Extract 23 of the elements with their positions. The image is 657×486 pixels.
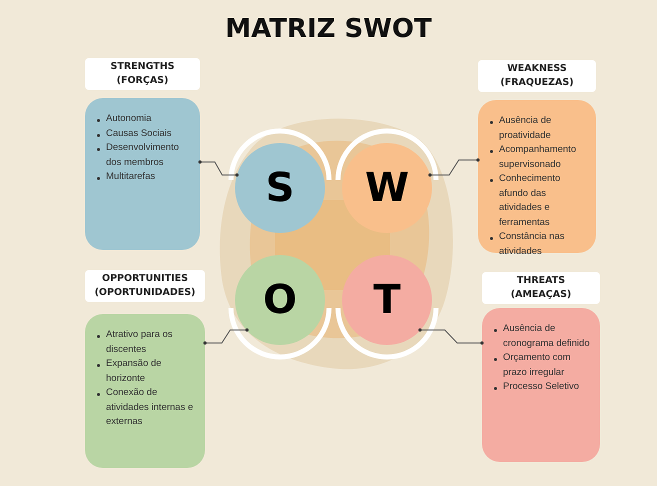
- list-item: Acompanhamento supervisonado: [486, 143, 590, 172]
- list-item: Ausência de cronograma definido: [490, 322, 594, 351]
- list-item: Causas Sociais: [93, 126, 194, 141]
- list-item: Desenvolvimento dos membros: [93, 141, 194, 170]
- heading-label: STRENGTHS (FORÇAS): [85, 58, 200, 90]
- list-item: Constância nas atividades: [486, 230, 590, 259]
- list-item: Atrativo para os discentes: [93, 328, 199, 357]
- title: MATRIZ SWOT: [224, 14, 433, 44]
- list-item: Autonomia: [93, 112, 194, 126]
- list-item: Conhecimento afundo das atividades e ferramentas: [486, 172, 590, 230]
- leader-line: [203, 328, 249, 345]
- list-item: Expansão de horizonte: [93, 357, 199, 386]
- list-item: Orçamento com prazo irregular: [490, 351, 594, 380]
- leader-line: [428, 158, 480, 177]
- list-item: Processo Seletivo: [490, 380, 594, 394]
- list-item: Multitarefas: [93, 170, 194, 184]
- heading-label: THREATS (AMEAÇAS): [482, 272, 600, 304]
- list-item: Conexão de atividades internas e externas: [93, 386, 199, 430]
- leader-line: [418, 328, 484, 345]
- heading-label: OPPORTUNITIES (OPORTUNIDADES): [85, 270, 205, 302]
- heading-label: WEAKNESS (FRAQUEZAS): [478, 60, 596, 92]
- list-item: Ausência de proatividade: [486, 114, 590, 143]
- leader-line: [198, 160, 239, 177]
